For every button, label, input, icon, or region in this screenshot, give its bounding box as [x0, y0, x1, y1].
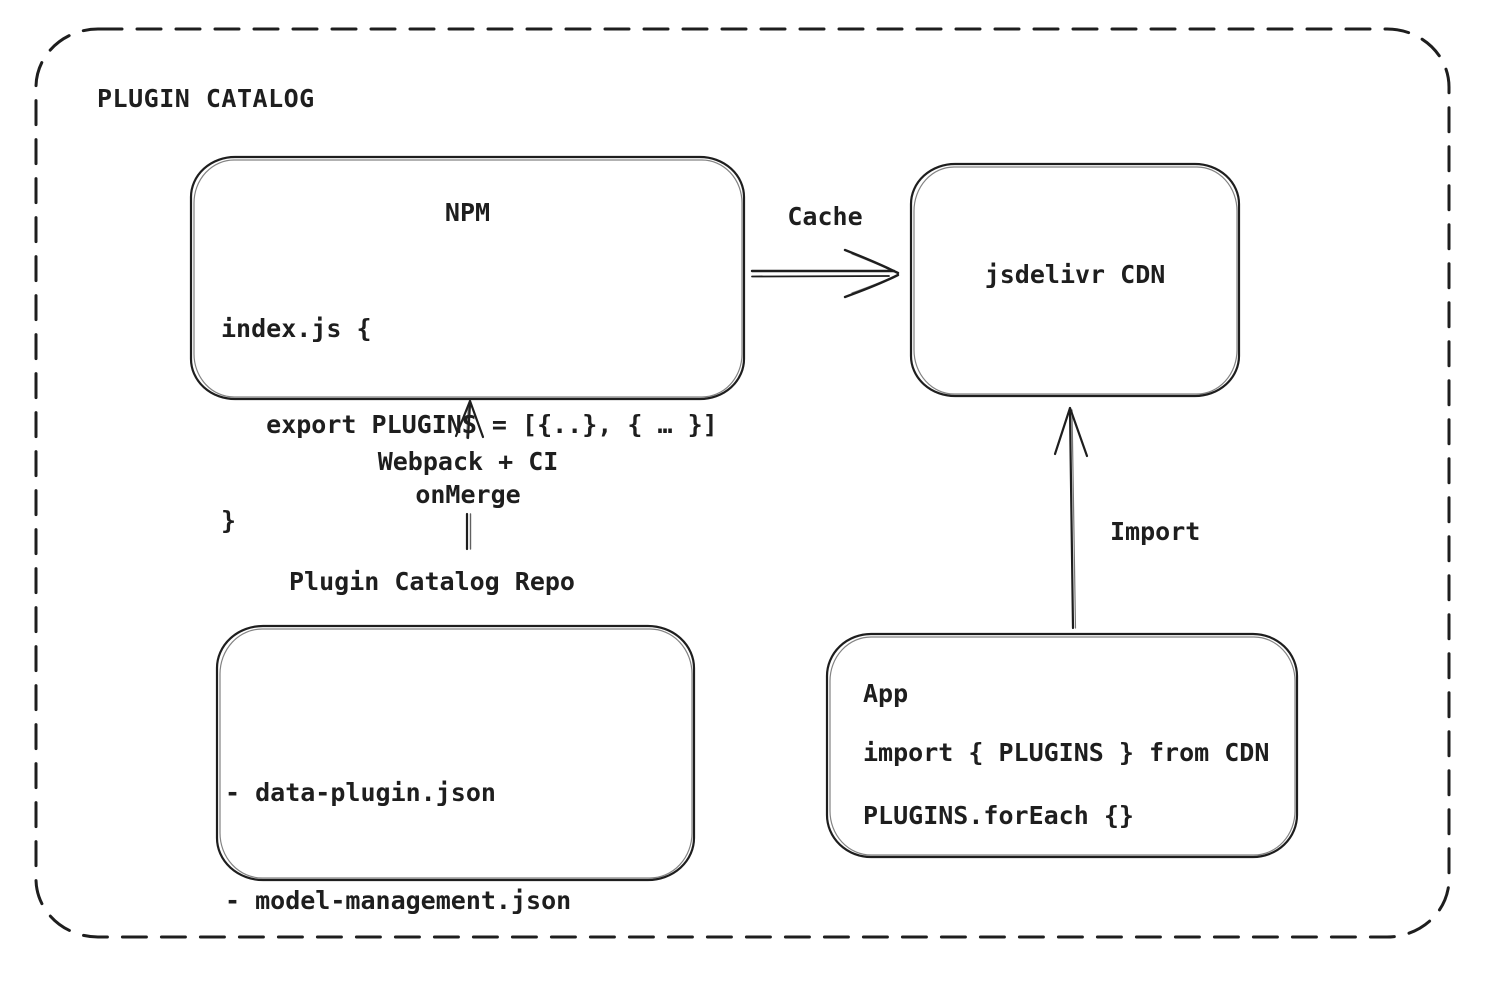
catalog-boundary [34, 27, 1451, 939]
npm-code-line: index.js { [221, 314, 372, 343]
import-arrow [1053, 406, 1089, 630]
cache-arrow [750, 248, 900, 299]
app-box-title: App [863, 679, 909, 708]
app-code-line: import { PLUGINS } from CDN [863, 738, 1270, 767]
cdn-box-label: jsdelivr CDN [984, 260, 1166, 289]
catalog-title: PLUGIN CATALOG [97, 84, 315, 113]
repo-file-item: - data-plugin.json [225, 778, 496, 807]
repo-box [215, 624, 696, 882]
npm-box-title: NPM [444, 198, 491, 227]
npm-code-block: index.js { export PLUGINS = [{..}, { … }… [221, 249, 718, 601]
cache-arrow-label: Cache [787, 202, 863, 231]
npm-code-line: } [221, 506, 237, 535]
build-arrow [454, 399, 485, 551]
npm-box [189, 155, 746, 401]
cdn-box [909, 162, 1241, 398]
repo-title: Plugin Catalog Repo [289, 567, 575, 596]
build-arrow-label: Webpack + CI onMerge [377, 447, 559, 509]
app-box [825, 632, 1299, 859]
repo-file-list: - data-plugin.json - model-management.js… [225, 703, 571, 1002]
app-code-line: PLUGINS.forEach {} [863, 801, 1134, 830]
import-arrow-label: Import [1110, 517, 1201, 546]
repo-file-item: - model-management.json [225, 886, 572, 915]
npm-code-line: export PLUGINS = [{..}, { … }] [221, 410, 718, 439]
repo-file-item: ... [225, 991, 571, 1002]
